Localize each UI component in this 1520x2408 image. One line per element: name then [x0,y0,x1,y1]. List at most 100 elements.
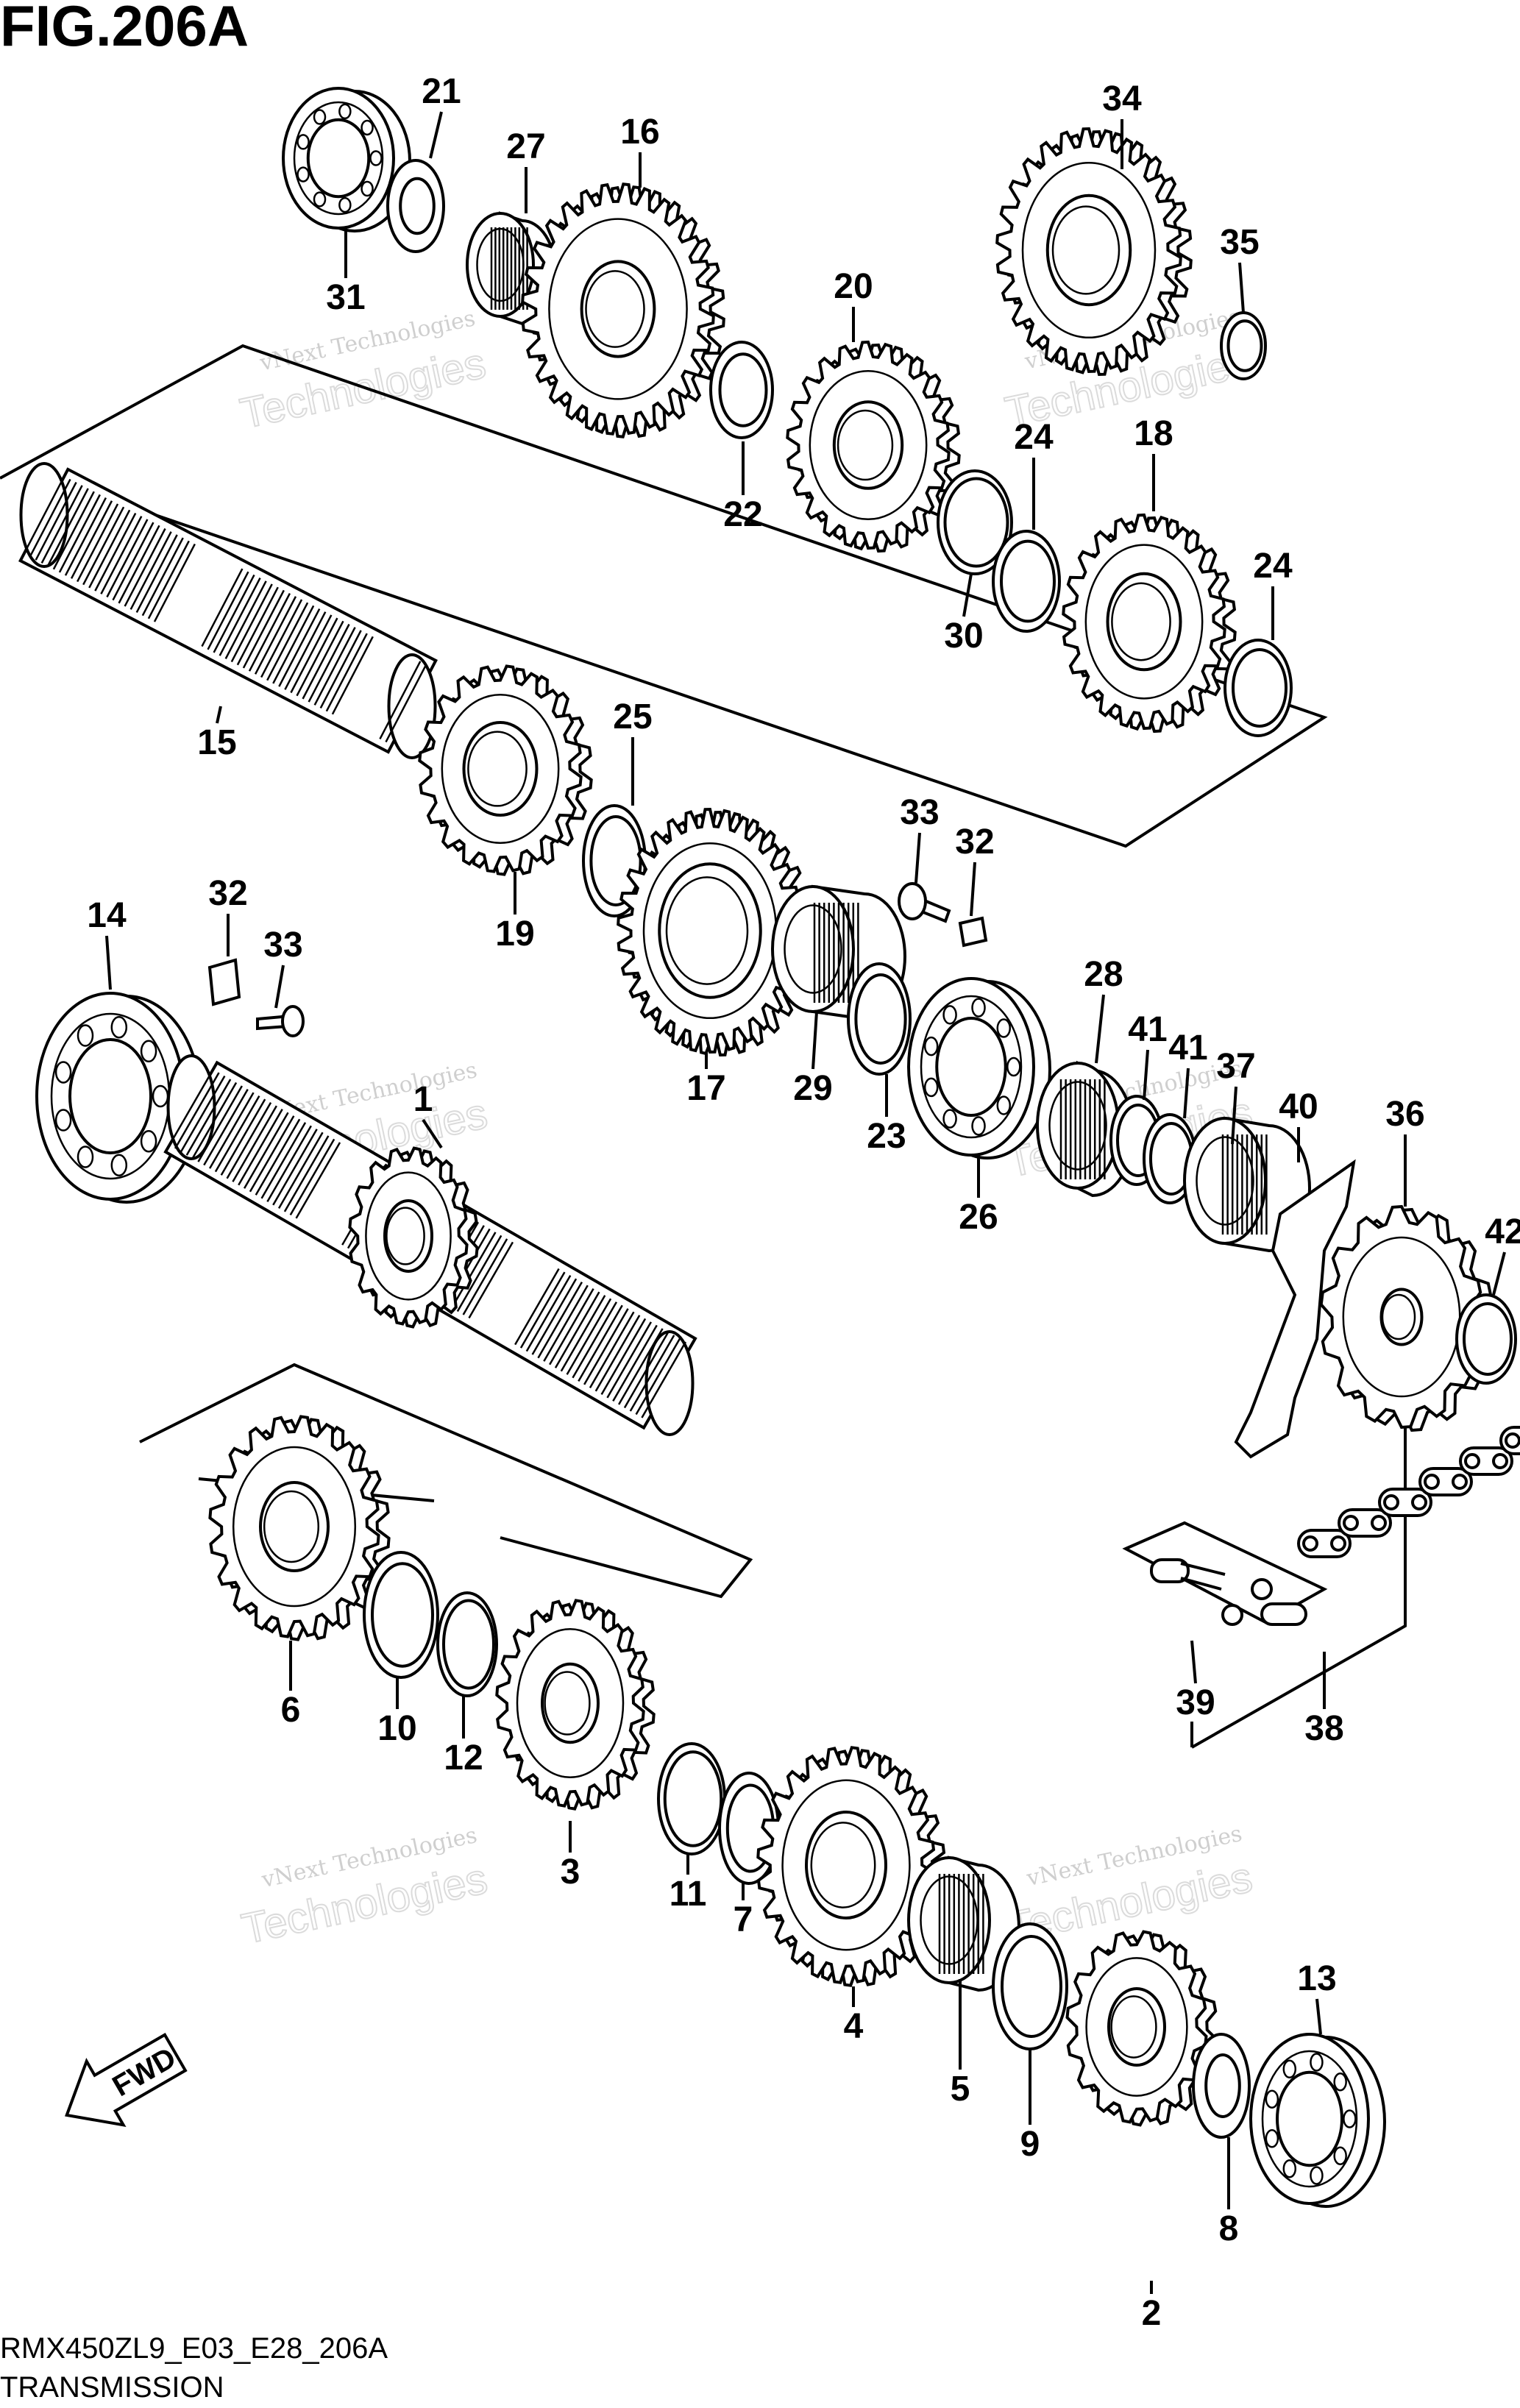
leader-line-35 [1238,262,1245,313]
bushing-29 [771,884,906,1021]
part-label-8: 8 [1219,2209,1239,2248]
bearing-13 [1249,2033,1386,2208]
part-label-30: 30 [944,617,983,656]
chain-joint-39 [1122,1521,1328,1626]
leader-line-29 [812,1011,818,1070]
part-label-14: 14 [87,896,127,935]
part-label-4: 4 [844,2007,864,2046]
part-label-18: 18 [1134,414,1173,453]
chain-group-outline [1190,1413,1407,1749]
figure-name: TRANSMISSION [0,2371,224,2404]
circlip-42 [1455,1293,1517,1385]
washer-24-upper [992,530,1061,633]
o-ring-41-b [1143,1113,1197,1204]
countershaft-15 [18,462,438,759]
part-label-20: 20 [834,267,873,306]
bearing-26 [907,977,1051,1159]
part-label-1: 1 [413,1080,433,1119]
leader-line-30 [962,573,973,617]
part-label-21: 21 [422,72,461,111]
leader-line-39 [1190,1640,1197,1684]
part-label-41: 41 [1128,1010,1167,1049]
part-label-25: 25 [613,697,652,736]
figure-code: RMX450ZL9_E03_E28_206A [0,2332,388,2365]
fwd-arrow-icon: FWD [65,2033,188,2127]
part-label-23: 23 [867,1117,906,1156]
leader-line-15 [216,706,222,724]
engine-sprocket-36 [1319,1204,1494,1432]
leader-line-14 [105,935,112,990]
part-label-19: 19 [495,914,534,953]
gear-6 [208,1415,391,1641]
part-label-31: 31 [326,278,365,317]
sprocket-guard-40 [1234,1159,1356,1459]
parts-layer [18,87,1520,2208]
part-label-3: 3 [561,1853,580,1892]
washer-21 [386,159,445,253]
part-label-26: 26 [959,1198,998,1237]
part-label-9: 9 [1020,2125,1040,2164]
leader-line-33 [915,832,921,884]
gear-16 [521,182,725,438]
gear-1-integral [348,1146,479,1329]
washer-25 [582,804,647,917]
drive-chain-38 [1297,1426,1520,1558]
circlip-11 [657,1742,726,1855]
part-label-13: 13 [1297,1959,1336,1998]
part-label-32: 32 [955,823,994,862]
gear-4 [756,1746,946,1987]
leader-line-37 [1231,1086,1237,1145]
leader-line-41 [1183,1068,1190,1119]
leader-line-33 [274,965,285,1009]
part-label-10: 10 [377,1709,416,1748]
leader-line-13 [1315,1998,1322,2035]
part-label-33: 33 [900,793,939,832]
part-label-37: 37 [1216,1047,1255,1086]
needle-bearing-5 [907,1855,1020,1992]
part-label-7: 7 [734,1900,753,1939]
circlip-12 [436,1591,498,1697]
washer-10 [363,1551,439,1679]
washer-9 [992,1922,1068,2050]
part-label-38: 38 [1304,1709,1343,1748]
washer-22 [709,341,774,439]
circlip-30 [937,469,1013,575]
part-label-39: 39 [1176,1683,1215,1722]
part-label-40: 40 [1279,1087,1318,1126]
part-label-28: 28 [1084,955,1123,994]
part-label-6: 6 [281,1691,301,1730]
part-label-36: 36 [1385,1095,1424,1134]
part-label-32: 32 [208,874,247,913]
lock-plate-32-lower [207,958,241,1006]
leader-line-28 [1095,994,1105,1064]
part-label-17: 17 [686,1069,725,1108]
part-label-2: 2 [1142,2294,1162,2333]
part-label-16: 16 [620,113,659,152]
figure-title: FIG.206A [0,0,249,58]
part-label-15: 15 [197,723,236,762]
leader-line-32 [970,862,976,917]
part-label-24: 24 [1014,418,1054,457]
leader-line-41 [1143,1049,1149,1101]
part-label-41: 41 [1168,1029,1207,1068]
circlip-35 [1220,311,1267,380]
part-label-33: 33 [263,926,302,965]
bearing-31 [282,87,411,232]
part-label-42: 42 [1485,1212,1520,1251]
upper-shaft-group-outline [0,344,1328,848]
gear-3 [495,1599,656,1811]
gear-2 [1065,1930,1218,2127]
bearing-14 [35,992,202,1204]
gear-20 [786,340,961,553]
part-label-22: 22 [723,495,762,534]
part-label-29: 29 [793,1069,832,1108]
leader-line-21 [429,111,443,159]
labels-layer: 1234567891011121314151617181920212223242… [87,72,1520,2333]
part-label-35: 35 [1220,223,1259,262]
watermark-bottom-left: vNext Technologies Technologies [237,1822,492,1954]
gear-18 [1062,513,1237,734]
part-label-12: 12 [444,1738,483,1777]
lock-plate-32-upper [958,916,988,948]
